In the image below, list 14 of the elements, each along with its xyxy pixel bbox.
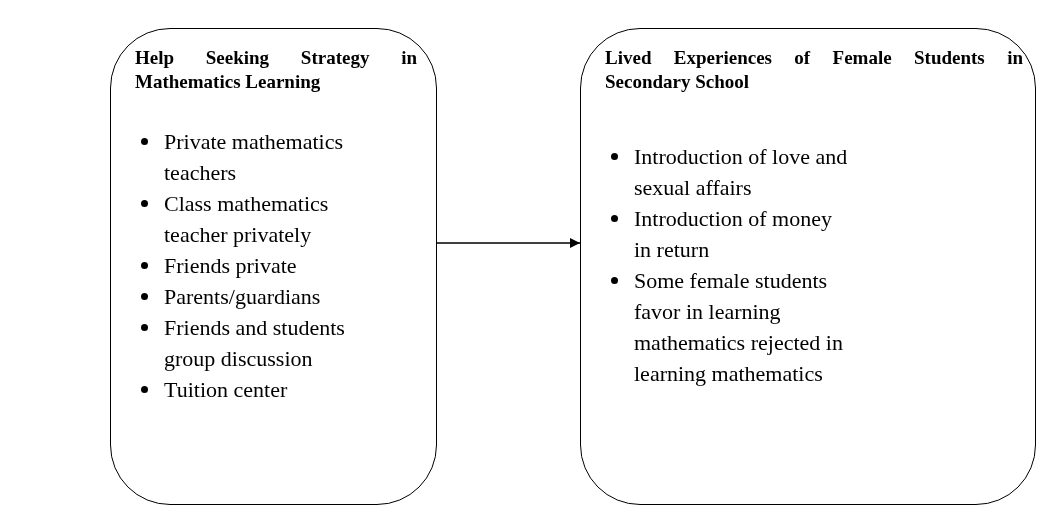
- list-item: Parents/guardians: [164, 283, 322, 311]
- list-item: Introduction of money in return: [634, 205, 833, 264]
- list-item: Class mathematics teacher privately: [164, 190, 330, 249]
- box-heading: Lived Experiences of Female Students in Secondary School: [605, 46, 1023, 94]
- arrow: [436, 238, 581, 248]
- list-item: Tuition center: [164, 376, 289, 404]
- list-item: Introduction of love and sexual affairs: [634, 143, 849, 202]
- list-item: Private mathematics teachers: [164, 128, 344, 187]
- list-item: Some female students favor in learning mathematics rejected in learning mathematics: [634, 267, 844, 388]
- rounded-box: [580, 28, 1036, 505]
- list-item: Friends and students group discussion: [164, 314, 346, 373]
- rounded-box: [110, 28, 437, 505]
- list-item: Friends private: [164, 252, 298, 280]
- box-heading: Help Seeking Strategy in Mathematics Learning: [135, 46, 417, 94]
